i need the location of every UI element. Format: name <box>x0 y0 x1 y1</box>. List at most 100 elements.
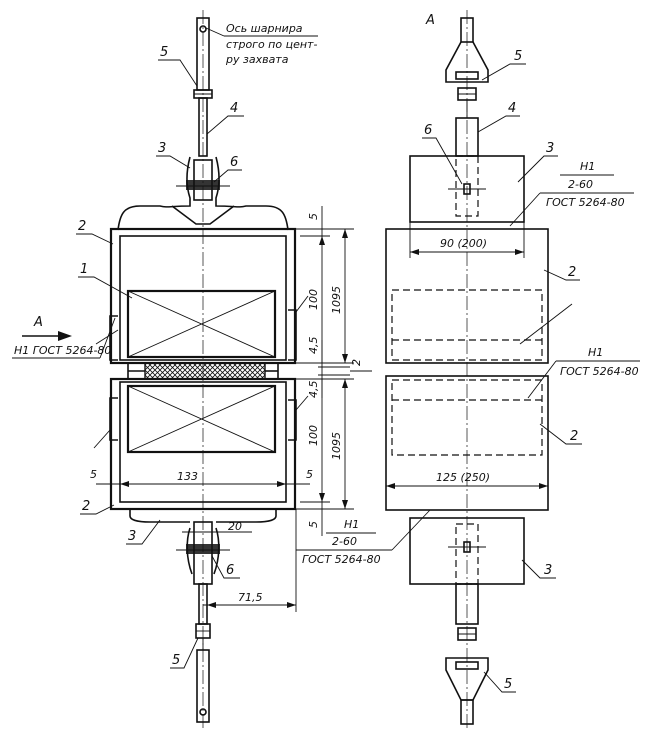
dim-133: 133 <box>177 470 198 483</box>
dim-5-right: 5 <box>306 468 313 481</box>
weld-bottom-line3: ГОСТ 5264-80 <box>302 553 381 566</box>
weld-top-leader <box>509 192 541 227</box>
dim-arrow-1 <box>342 229 348 238</box>
weld-right-leader <box>527 360 557 399</box>
dim-arrow-133-r <box>277 481 286 487</box>
left-hatched-spacer <box>144 362 266 380</box>
left-view: A H1 ГОСТ 5264-80 Ось шарнира строго по … <box>12 10 318 730</box>
left-upper-block-diag2 <box>127 290 276 358</box>
weld-top-line3: ГОСТ 5264-80 <box>546 196 625 209</box>
dim-arrow-6 <box>319 493 325 502</box>
dim-4-5-bottom: 4,5 <box>307 381 320 399</box>
dim-4-5-top: 4,5 <box>307 337 320 355</box>
hinge-leader <box>205 27 225 37</box>
right-lower-pin <box>460 699 474 725</box>
callout-3-right-bottom-leader <box>521 559 556 579</box>
callout-3-left-bottom: 3 <box>128 529 136 544</box>
callout-5-top-right-leader <box>481 63 526 81</box>
dim-arrow-4 <box>342 500 348 509</box>
weld-right-line2: ГОСТ 5264-80 <box>560 365 639 378</box>
dim-71-5: 71,5 <box>238 591 263 604</box>
callout-1-left-leader <box>78 276 133 299</box>
hinge-note-line1: Ось шарнира <box>226 22 303 35</box>
callout-6-right: 6 <box>424 123 432 138</box>
view-a-letter: A <box>425 13 435 28</box>
left-upper-frame-inner <box>119 235 287 361</box>
callout-2-right-top: 2 <box>568 265 576 280</box>
right-upper-weld-leader <box>519 303 573 345</box>
dim-arrow-125-r <box>539 483 548 489</box>
callout-6-left-bottom: 6 <box>226 563 234 578</box>
dim-arrow-5 <box>319 236 325 245</box>
weld-right-line1: H1 <box>588 346 603 359</box>
dim-arrow-71-5-r <box>287 602 296 608</box>
dim-arrow-90-r <box>515 249 524 255</box>
dim-2: 2 <box>350 359 363 366</box>
dim-arrow-90-l <box>410 249 419 255</box>
callout-2-left-top-leader <box>76 233 114 245</box>
callout-5-top-left: 5 <box>160 45 168 60</box>
left-upper-right-clip <box>288 309 297 361</box>
left-upper-block <box>126 289 277 359</box>
callout-6-left-leader <box>213 169 242 183</box>
right-top-pin <box>460 17 474 43</box>
dim-90-200: 90 (200) <box>440 237 487 250</box>
dim-arrow-71-5-l <box>207 602 216 608</box>
left-lower-block-diag2 <box>127 385 276 453</box>
left-lower-frame <box>109 377 297 511</box>
right-upper-plate <box>385 228 549 364</box>
dim-125-250: 125 (250) <box>436 471 490 484</box>
callout-5-bottom-right-leader <box>483 671 516 693</box>
left-lower-frame-inner <box>119 381 287 503</box>
right-top-shackle <box>445 41 489 83</box>
arrow-a-head <box>58 331 72 341</box>
right-top-shackle-inner <box>455 71 479 80</box>
callout-2-right-bottom-leader <box>539 423 582 445</box>
callout-2-right-bottom: 2 <box>570 429 578 444</box>
hinge-note-line3: ру захвата <box>225 53 289 66</box>
right-upper-clamp-hidden <box>455 155 479 217</box>
left-weld-mark-3 <box>295 295 309 313</box>
dim-5-left: 5 <box>90 468 97 481</box>
callout-4-right-leader <box>477 115 520 133</box>
dim-arrow-133-l <box>120 481 129 487</box>
right-lower-hidden <box>391 379 543 456</box>
callout-5-bottom-left-leader <box>170 637 199 669</box>
callout-5-bottom-left: 5 <box>172 653 180 668</box>
callout-3-right-top-leader <box>517 155 558 183</box>
callout-4-left: 4 <box>230 101 238 116</box>
hinge-note-line2: строго по цент- <box>226 38 317 51</box>
dim-1095-bottom: 1095 <box>330 432 343 460</box>
callout-1-left: 1 <box>80 262 88 277</box>
weld-bottom-leader <box>391 509 431 551</box>
weld-bottom-line1: H1 <box>344 518 359 531</box>
callout-5-bottom-right: 5 <box>504 677 512 692</box>
left-weld-mark-4 <box>295 395 309 411</box>
left-lower-bolt <box>186 544 220 554</box>
dim-5-bottom: 5 <box>307 521 320 528</box>
callout-3-right-top: 3 <box>546 141 554 156</box>
callout-2-left-bottom-leader <box>80 504 115 515</box>
dim-arrow-125-l <box>386 483 395 489</box>
callout-3-left: 3 <box>158 141 166 156</box>
callout-2-left-bottom: 2 <box>82 499 90 514</box>
callout-2-right-top-leader <box>543 269 580 281</box>
callout-3-right-bottom: 3 <box>544 563 552 578</box>
dim-5-top: 5 <box>307 213 320 220</box>
callout-3-left-leader <box>156 155 191 169</box>
dim-20: 20 <box>228 520 242 533</box>
left-lower-clamp-side <box>186 527 220 575</box>
right-lower-shackle-inner <box>455 661 479 670</box>
left-dimensions: 5 100 1095 4,5 2 4,5 100 1095 5 133 5 5 … <box>90 206 431 612</box>
left-lower-left-clip <box>109 397 118 441</box>
left-lower-clamp <box>129 509 277 523</box>
callout-3-left-bottom-leader <box>126 519 161 545</box>
left-gost-leader <box>99 317 116 359</box>
left-lower-right-clip <box>288 399 297 441</box>
right-lower-plate <box>385 375 549 511</box>
right-view: A <box>385 10 640 730</box>
dim-100-bottom: 100 <box>307 425 320 446</box>
dim-1095-top: 1095 <box>330 286 343 314</box>
left-upper-left-clip <box>109 315 118 361</box>
callout-2-left-top: 2 <box>78 219 86 234</box>
